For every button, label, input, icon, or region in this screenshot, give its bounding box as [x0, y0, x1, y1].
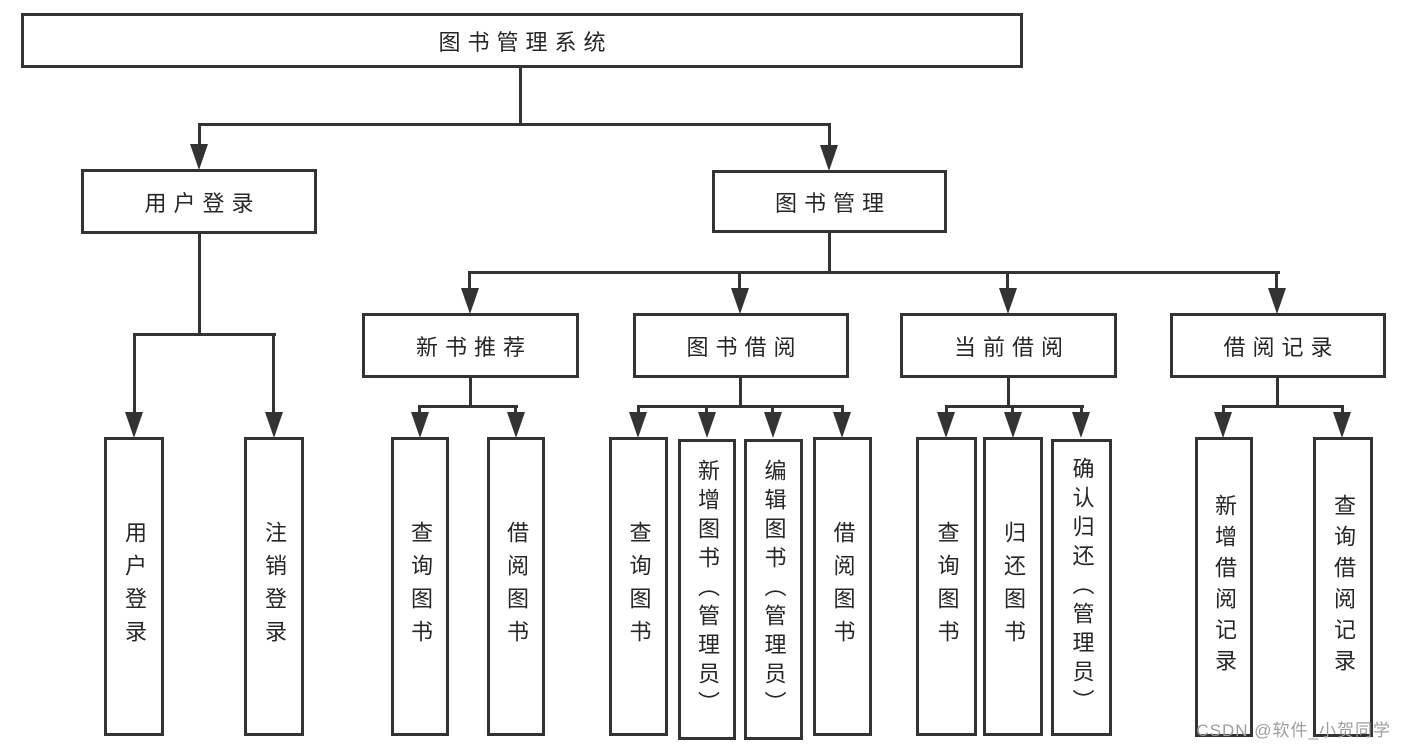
leaf-user-login-label: 用户登录 [122, 520, 147, 653]
leaf-confirm-return-admin-label: 确认归还（管理员） [1069, 457, 1095, 718]
node-borrowing-records: 借阅记录 [1170, 313, 1386, 378]
node-user-login: 用户登录 [81, 169, 317, 234]
connector-book-mgmt-branch [468, 271, 1280, 274]
leaf-query-books-borrowing: 查询图书 [609, 437, 668, 736]
leaf-confirm-return-admin: 确认归还（管理员） [1051, 439, 1112, 736]
leaf-add-borrow-record: 新增借阅记录 [1195, 437, 1253, 737]
connector-to-user-login [198, 123, 201, 147]
arrowhead-leaf-query-record [1333, 412, 1351, 438]
arrowhead-book-mgmt [820, 145, 838, 171]
arrowhead-leaf-borrow-b [833, 412, 851, 438]
connector-to-book-mgmt [828, 123, 831, 147]
leaf-return-books-label: 归还图书 [1001, 520, 1026, 653]
connector-to-leaf-borrow-b [841, 405, 844, 415]
connector-user-login-stem [198, 234, 201, 335]
connector-to-leaf-edit-books [771, 405, 774, 415]
connector-user-login-branch [133, 333, 276, 336]
leaf-add-books-admin-label: 新增图书（管理员） [695, 459, 720, 720]
leaf-edit-books-admin-label: 编辑图书（管理员） [761, 459, 787, 720]
arrowhead-leaf-add-books [698, 412, 716, 438]
leaf-borrow-books-newbook: 借阅图书 [487, 437, 545, 736]
connector-borrow-records-branch [1222, 405, 1344, 408]
arrowhead-leaf-user-login [125, 412, 143, 438]
node-current-borrowing: 当前借阅 [900, 313, 1117, 378]
arrowhead-user-login [190, 144, 208, 170]
connector-borrow-records-stem [1276, 378, 1279, 408]
arrowhead-current-borrow [999, 288, 1017, 314]
leaf-query-books-newbook: 查询图书 [391, 437, 449, 736]
connector-book-borrow-branch [637, 405, 844, 408]
arrowhead-leaf-edit-books [764, 412, 782, 438]
leaf-logout-label: 注销登录 [262, 520, 287, 653]
arrowhead-leaf-logout [265, 412, 283, 438]
connector-root-stem [519, 68, 522, 125]
leaf-query-borrow-record-label: 查询借阅记录 [1331, 494, 1356, 680]
leaf-add-borrow-record-label: 新增借阅记录 [1212, 494, 1237, 680]
arrowhead-leaf-borrow-a [507, 412, 525, 438]
leaf-return-books: 归还图书 [983, 437, 1043, 736]
leaf-borrow-books-borrowing: 借阅图书 [813, 437, 872, 736]
connector-to-book-borrow [738, 271, 741, 291]
connector-book-mgmt-stem [828, 233, 831, 274]
node-book-borrowing: 图书借阅 [633, 313, 849, 378]
arrowhead-leaf-query-a [411, 412, 429, 438]
leaf-query-books-current: 查询图书 [916, 437, 977, 736]
connector-current-borrow-branch [945, 405, 1084, 408]
connector-to-borrow-records [1275, 271, 1278, 291]
leaf-query-borrow-record: 查询借阅记录 [1313, 437, 1373, 737]
leaf-logout: 注销登录 [244, 437, 304, 736]
leaf-query-books-newbook-label: 查询图书 [408, 520, 433, 653]
arrowhead-leaf-add-record [1214, 412, 1232, 438]
node-root-library-system: 图书管理系统 [21, 13, 1023, 68]
connector-to-leaf-query-record [1341, 405, 1344, 415]
leaf-query-books-borrowing-label: 查询图书 [626, 520, 652, 653]
connector-to-leaf-return [1011, 405, 1014, 415]
arrowhead-borrow-records [1268, 288, 1286, 314]
leaf-borrow-books-newbook-label: 借阅图书 [504, 520, 529, 653]
leaf-add-books-admin: 新增图书（管理员） [678, 439, 736, 740]
leaf-user-login: 用户登录 [104, 437, 164, 736]
leaf-borrow-books-borrowing-label: 借阅图书 [830, 520, 856, 653]
node-new-book-recommend: 新书推荐 [362, 313, 579, 378]
arrowhead-leaf-confirm-return [1072, 412, 1090, 438]
connector-to-current-borrow [1006, 271, 1009, 291]
arrowhead-book-borrow [731, 288, 749, 314]
connector-book-borrow-stem [739, 378, 742, 408]
arrowhead-leaf-return [1004, 412, 1022, 438]
leaf-query-books-current-label: 查询图书 [934, 520, 960, 653]
node-book-management: 图书管理 [712, 170, 947, 233]
connector-to-leaf-user-login [133, 333, 136, 415]
connector-to-leaf-borrow-a [514, 405, 517, 415]
csdn-watermark: CSDN @软件_小贺同学 [1196, 721, 1391, 740]
connector-to-leaf-query-a [418, 405, 421, 415]
connector-to-new-book [468, 271, 471, 291]
connector-new-book-branch [418, 405, 518, 408]
connector-to-leaf-query-c [945, 405, 948, 415]
connector-to-leaf-add-books [705, 405, 708, 415]
leaf-edit-books-admin: 编辑图书（管理员） [744, 439, 803, 740]
connector-new-book-stem [469, 378, 472, 408]
arrowhead-leaf-query-c [937, 412, 955, 438]
connector-to-leaf-logout [272, 333, 275, 415]
connector-to-leaf-add-record [1222, 405, 1225, 415]
connector-root-branch [198, 123, 831, 126]
arrowhead-leaf-query-b [629, 412, 647, 438]
arrowhead-new-book [461, 288, 479, 314]
connector-to-leaf-query-b [637, 405, 640, 415]
connector-to-leaf-confirm-return [1080, 405, 1083, 415]
connector-current-borrow-stem [1007, 378, 1010, 408]
